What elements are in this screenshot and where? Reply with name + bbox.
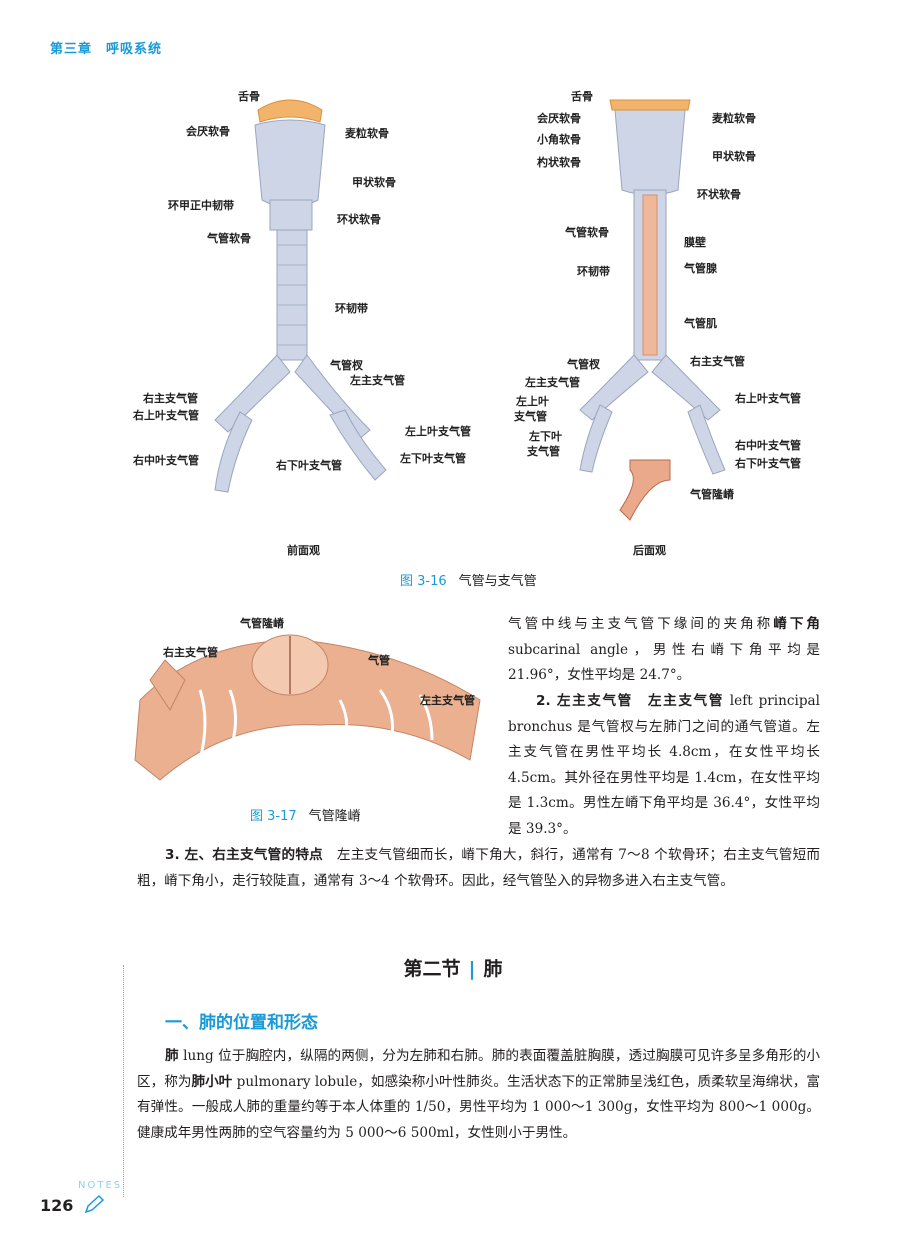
subcarinal-paragraph: 气管中线与主支气管下缘间的夹角称嵴下角 subcarinal angle，男性右… (508, 612, 820, 689)
label: 气管 (368, 654, 390, 667)
label: 气管肌 (684, 317, 717, 330)
label: 气管隆嵴 (240, 617, 284, 630)
label: 左上叶支气管 (405, 425, 471, 438)
chapter-header: 第三章 呼吸系统 (50, 42, 163, 57)
label: 杓状软骨 (537, 156, 581, 169)
text: 左主支气管细而长，嵴下角大，斜行，通常有 7～8 个软骨环；右主支气管短而粗，嵴… (137, 847, 821, 889)
label: 右主支气管 (143, 392, 198, 405)
figure-number: 图 3-17 (250, 809, 297, 824)
label: 舌骨 (238, 90, 260, 103)
text: lung 位于胸腔内，纵隔的两侧，分为左肺和右肺。肺的表面覆盖脏胸膜，透过胸膜可… (137, 1048, 820, 1090)
pen-icon (84, 1194, 105, 1214)
label: 右上叶支气管 (735, 392, 801, 405)
label: 膜壁 (684, 236, 706, 249)
paragraph-heading: 2. 左主支气管 (536, 693, 633, 709)
label: 气管软骨 (565, 226, 609, 239)
label: 小角软骨 (537, 133, 581, 146)
label: 环状软骨 (697, 188, 741, 201)
section-name: 肺 (483, 958, 503, 980)
label: 左下叶 (529, 430, 562, 443)
label: 气管杈 (330, 359, 363, 372)
label: 会厌软骨 (186, 125, 230, 138)
label: 左主支气管 (350, 374, 405, 387)
label: 右主支气管 (690, 355, 745, 368)
label: 气管杈 (567, 358, 600, 371)
label: 右下叶支气管 (276, 459, 342, 472)
figure-3-17-caption: 图 3-17 气管隆嵴 (250, 805, 361, 824)
label: 环韧带 (335, 302, 368, 315)
front-trachea-drawing (214, 99, 387, 493)
back-trachea-drawing (579, 99, 726, 521)
label: 麦粒软骨 (345, 127, 389, 140)
label: 甲状软骨 (352, 176, 396, 189)
label: 麦粒软骨 (712, 112, 756, 125)
subsection-title: 一、肺的位置和形态 (165, 1013, 318, 1033)
label: 左主支气管 (525, 376, 580, 389)
label: 右上叶支气管 (133, 409, 199, 422)
lung-paragraph: 肺 lung 位于胸腔内，纵隔的两侧，分为左肺和右肺。肺的表面覆盖脏胸膜，透过胸… (137, 1044, 820, 1146)
term: 肺小叶 (191, 1073, 233, 1090)
label: 支气管 (514, 410, 547, 423)
label: 舌骨 (571, 90, 593, 103)
label: 气管隆嵴 (690, 488, 734, 501)
label: 右中叶支气管 (133, 454, 199, 467)
page-number: 126 (40, 1196, 74, 1215)
label: 环甲正中韧带 (168, 199, 234, 212)
label: 支气管 (527, 445, 560, 458)
term: 嵴下角 (773, 616, 820, 632)
text: left principal bronchus 是气管杈与左肺门之间的通气管道。… (508, 693, 821, 837)
label: 右主支气管 (163, 646, 218, 659)
carina-drawing (134, 634, 481, 781)
label: 气管腺 (684, 262, 717, 275)
text: subcarinal angle，男性右嵴下角平均是 21.96°，女性平均是 … (508, 641, 820, 684)
bronchi-features-paragraph: 3. 左、右主支气管的特点 左主支气管细而长，嵴下角大，斜行，通常有 7～8 个… (137, 843, 820, 894)
paragraph-heading: 3. 左、右主支气管的特点 (165, 847, 324, 863)
text: pulmonary lobule，如感染称小叶性肺炎。生活状态下的正常肺呈浅红色… (137, 1073, 821, 1141)
term: 肺 (165, 1048, 179, 1064)
label: 左主支气管 (420, 694, 475, 707)
section-number: 第二节 (403, 958, 461, 980)
figure-title: 气管隆嵴 (308, 809, 361, 824)
term: 左主支气管 (646, 693, 724, 709)
separator: | (468, 958, 476, 980)
label: 右下叶支气管 (735, 457, 801, 470)
label: 甲状软骨 (712, 150, 756, 163)
label: 会厌软骨 (537, 112, 581, 125)
notes-margin-line (123, 965, 124, 1197)
label: 左上叶 (516, 395, 549, 408)
figure-3-16-caption: 图 3-16 气管与支气管 (400, 570, 537, 589)
label: 环状软骨 (337, 213, 381, 226)
figure-number: 图 3-16 (400, 574, 447, 589)
label: 环韧带 (577, 265, 610, 278)
view-label: 后面观 (633, 544, 666, 557)
label: 右中叶支气管 (735, 439, 801, 452)
notes-label: NOTES (78, 1180, 123, 1191)
left-bronchus-paragraph: 2. 左主支气管 左主支气管 left principal bronchus 是… (508, 689, 820, 843)
view-label: 前面观 (287, 544, 320, 557)
figure-title: 气管与支气管 (458, 574, 537, 589)
label: 左下叶支气管 (400, 452, 466, 465)
text: 气管中线与主支气管下缘间的夹角称 (508, 616, 774, 632)
section-title: 第二节 | 肺 (0, 954, 906, 981)
label: 气管软骨 (207, 232, 251, 245)
